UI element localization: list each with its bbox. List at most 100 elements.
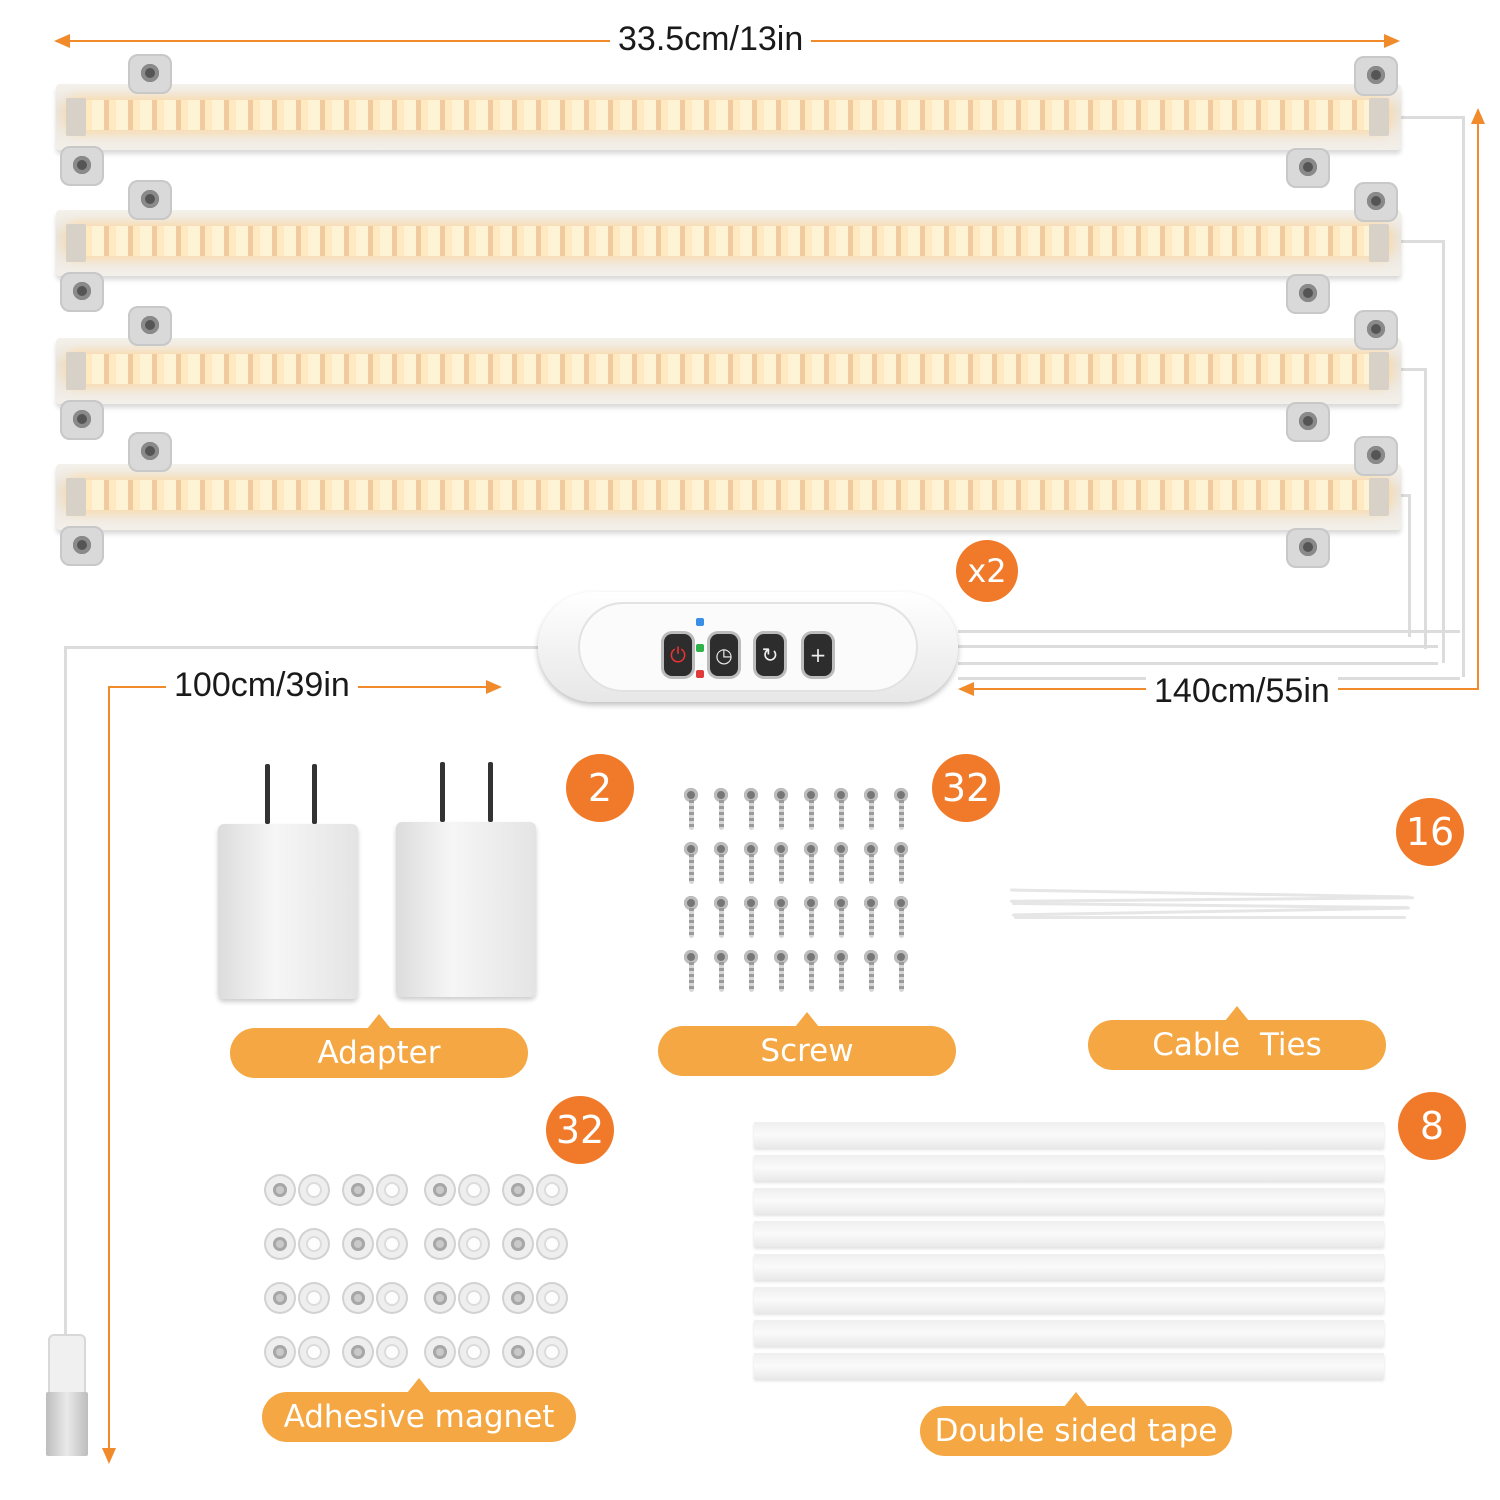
- adapter-prong: [488, 762, 493, 822]
- adapter-count-badge: 2: [566, 754, 634, 822]
- screw-icon: [834, 842, 848, 886]
- magnet-base-icon: [460, 1284, 488, 1312]
- indicator-red: [696, 670, 704, 678]
- power-adapter-1: [218, 824, 358, 999]
- screw-label: Screw: [658, 1012, 956, 1076]
- magnet-ring-icon: [344, 1230, 372, 1258]
- screw-icon: [894, 788, 908, 832]
- controller-face: ⏻ ◷ ↻ +: [578, 602, 918, 692]
- tape-label: Double sided tape: [920, 1392, 1232, 1456]
- magnet-ring-icon: [266, 1284, 294, 1312]
- power-adapter-2: [396, 822, 536, 997]
- magnet-base-icon: [460, 1176, 488, 1204]
- tape-strip: [754, 1155, 1384, 1181]
- clip-icon: [1286, 274, 1330, 314]
- screw-icon: [804, 788, 818, 832]
- usb-arrow-vertical: [108, 686, 110, 1456]
- tape-strip: [754, 1254, 1384, 1280]
- magnet-ring-icon: [504, 1176, 532, 1204]
- magnet-ring-icon: [344, 1284, 372, 1312]
- magnet-base-icon: [378, 1176, 406, 1204]
- usb-arrow-down-head: [102, 1448, 116, 1464]
- magnet-base-icon: [300, 1176, 328, 1204]
- screw-icon: [894, 896, 908, 940]
- ext-arrow-up-head: [1471, 108, 1485, 124]
- tape-strip: [754, 1287, 1384, 1313]
- magnet-base-icon: [538, 1230, 566, 1258]
- clip-icon: [60, 526, 104, 566]
- adapter-prong: [440, 762, 445, 822]
- screw-icon: [804, 896, 818, 940]
- magnet-base-icon: [378, 1338, 406, 1366]
- screw-icon: [804, 842, 818, 886]
- clip-icon: [1354, 310, 1398, 350]
- magnet-ring-icon: [266, 1176, 294, 1204]
- usb-connector: [46, 1392, 88, 1456]
- tape-strip: [754, 1188, 1384, 1214]
- screw-icon: [684, 896, 698, 940]
- cable-strip-3: [1400, 368, 1427, 649]
- magnet-ring-icon: [504, 1230, 532, 1258]
- screw-icon: [714, 896, 728, 940]
- magnet-ring-icon: [504, 1284, 532, 1312]
- timer-icon: ◷: [710, 634, 738, 676]
- screw-icon: [684, 788, 698, 832]
- usb-cable: [64, 646, 543, 1339]
- screw-icon: [774, 896, 788, 940]
- mode-cycle-icon: ↻: [756, 634, 784, 676]
- magnet-ring-icon: [426, 1284, 454, 1312]
- magnet-ring-icon: [266, 1338, 294, 1366]
- cable-bundle-2: [958, 645, 1438, 665]
- magnet-ring-icon: [504, 1338, 532, 1366]
- screw-icon: [744, 896, 758, 940]
- magnet-label: Adhesive magnet: [262, 1378, 576, 1442]
- adapter-label: Adapter: [230, 1014, 528, 1078]
- magnet-base-icon: [538, 1338, 566, 1366]
- clip-icon: [1354, 436, 1398, 476]
- tape-strip: [754, 1122, 1384, 1148]
- usb-arrow-right-head: [486, 680, 502, 694]
- cable-tie: [1012, 906, 1410, 917]
- screw-icon: [864, 842, 878, 886]
- magnet-base-icon: [538, 1284, 566, 1312]
- screw-icon: [834, 896, 848, 940]
- clip-icon: [1286, 402, 1330, 442]
- usb-cable-label: 100cm/39in: [166, 666, 358, 705]
- screw-icon: [864, 788, 878, 832]
- tape-count-badge: 8: [1398, 1092, 1466, 1160]
- usb-plug: [50, 1336, 84, 1396]
- clip-icon: [60, 146, 104, 186]
- screw-icon: [864, 950, 878, 994]
- screw-icon: [894, 842, 908, 886]
- clip-icon: [128, 180, 172, 220]
- clip-icon: [1286, 148, 1330, 188]
- clip-icon: [1354, 56, 1398, 96]
- indicator-green: [696, 644, 704, 652]
- power-icon: ⏻: [664, 634, 692, 676]
- cable-ties-count-badge: 16: [1396, 798, 1464, 866]
- magnet-base-icon: [538, 1176, 566, 1204]
- magnet-ring-icon: [266, 1230, 294, 1258]
- adapter-prong: [312, 764, 317, 824]
- clip-icon: [128, 54, 172, 94]
- screw-icon: [684, 950, 698, 994]
- strip-quantity-badge: x2: [956, 540, 1018, 602]
- tape-strip: [754, 1221, 1384, 1247]
- screw-icon: [834, 788, 848, 832]
- screw-icon: [804, 950, 818, 994]
- screw-icon: [834, 950, 848, 994]
- led-strip-1: [56, 84, 1401, 150]
- magnet-count-badge: 32: [546, 1096, 614, 1164]
- screw-icon: [864, 896, 878, 940]
- extension-cable-label: 140cm/55in: [1146, 672, 1338, 711]
- screw-icon: [684, 842, 698, 886]
- cable-strip-2: [1400, 240, 1445, 663]
- screw-icon: [774, 950, 788, 994]
- magnet-ring-icon: [426, 1176, 454, 1204]
- screw-count-badge: 32: [932, 754, 1000, 822]
- cable-ties-label: Cable Ties: [1088, 1006, 1386, 1070]
- magnet-base-icon: [460, 1230, 488, 1258]
- clip-icon: [60, 272, 104, 312]
- screw-icon: [714, 788, 728, 832]
- screw-icon: [744, 842, 758, 886]
